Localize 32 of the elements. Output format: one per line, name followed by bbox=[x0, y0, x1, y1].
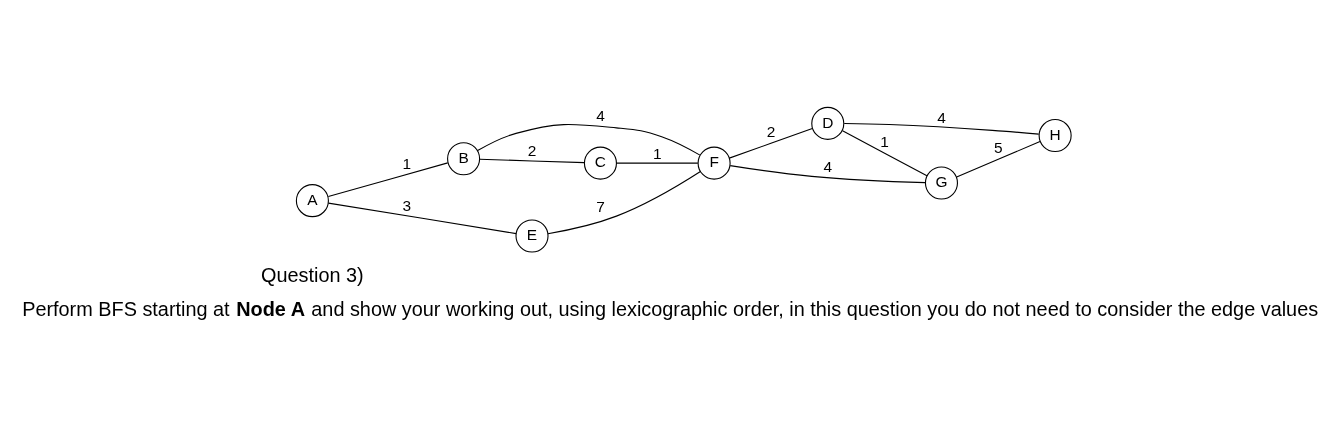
connector bbox=[479, 158, 585, 163]
edge-label: 1 bbox=[880, 132, 889, 150]
edge-label: 4 bbox=[823, 157, 833, 175]
edge-label: 5 bbox=[993, 138, 1003, 156]
edge-label: 2 bbox=[527, 141, 537, 159]
edge-label: 7 bbox=[596, 197, 605, 215]
edge-label: 2 bbox=[766, 122, 776, 140]
connector bbox=[616, 162, 699, 164]
node-circle: A bbox=[295, 183, 329, 217]
connector bbox=[842, 129, 928, 176]
node-circle: B bbox=[447, 141, 481, 175]
connector bbox=[477, 123, 701, 156]
node-circle: F bbox=[697, 146, 731, 180]
node-circle: D bbox=[811, 106, 845, 140]
edge-label: 4 bbox=[937, 108, 946, 126]
connector bbox=[327, 202, 517, 234]
connector bbox=[327, 161, 449, 197]
connector bbox=[728, 127, 813, 159]
connector bbox=[956, 140, 1041, 178]
connector bbox=[729, 164, 926, 183]
connector bbox=[547, 170, 701, 234]
edge-label: 3 bbox=[402, 196, 412, 214]
node-circle: H bbox=[1038, 118, 1072, 152]
connector bbox=[843, 122, 1040, 135]
node-circle: G bbox=[924, 165, 958, 200]
node-circle: C bbox=[583, 146, 617, 180]
edge-label: 1 bbox=[652, 144, 662, 162]
edge-label: 4 bbox=[596, 106, 605, 124]
caption: Perform BFS starting at Node A and show your working out, using lexicographic order, in this question you do not need to consider the edge values bbox=[22, 297, 1319, 320]
diagram-title: Question 3) bbox=[261, 263, 364, 286]
node-circle: E bbox=[515, 218, 549, 253]
edge-label: 1 bbox=[402, 154, 412, 172]
